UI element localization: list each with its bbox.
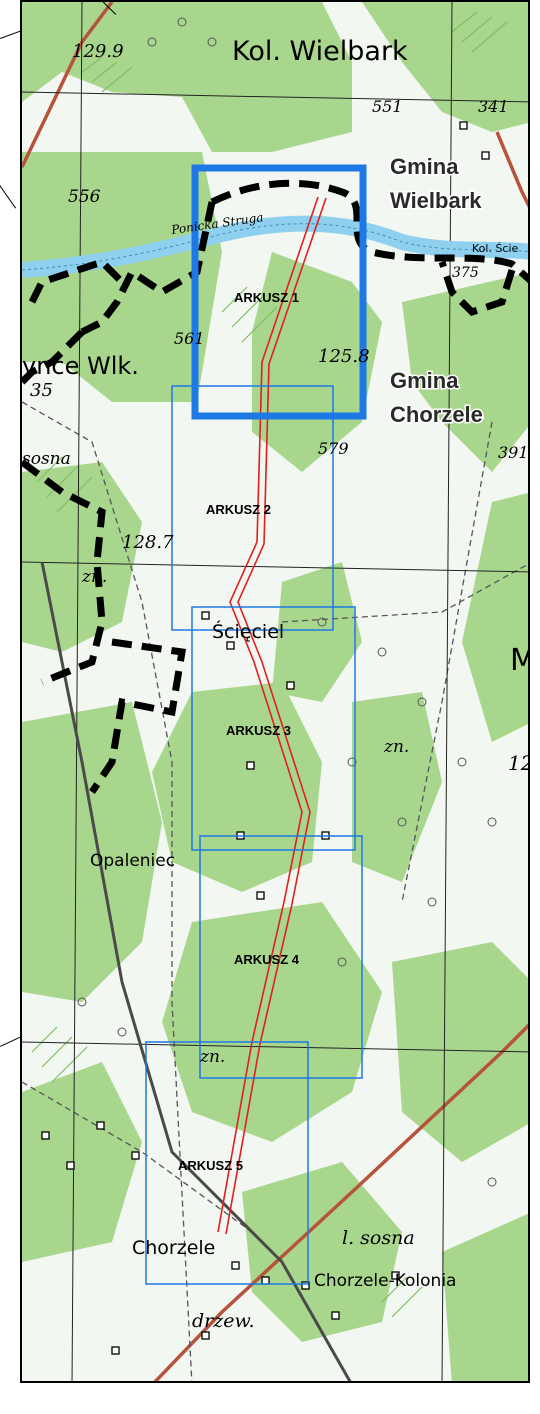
label-drzew: drzew. [192,1310,255,1332]
elev-391: 391 [498,443,529,462]
elev-125-8: 125.8 [318,346,370,367]
map-frame: ARKUSZ 1 ARKUSZ 2 ARKUSZ 3 ARKUSZ 4 ARKU… [20,0,530,1383]
elev-561: 561 [174,329,205,348]
sheet-5-label: ARKUSZ 5 [178,1158,243,1173]
elev-551: 551 [372,97,403,116]
place-chorzele-kolonia: Chorzele-Kolonia [314,1271,456,1291]
sheet-2-frame[interactable] [171,385,334,631]
elev-556: 556 [68,187,101,207]
gmina-north-line1: Gmina [390,154,459,179]
label-zn-1: zn. [81,567,107,587]
forest-areas [22,2,528,1381]
elev-375: 375 [452,265,479,281]
sheet-4-frame[interactable] [199,835,363,1079]
grid-lines [22,2,528,1381]
place-kol-wielbark: Kol. Wielbark [232,36,408,67]
place-chorzele: Chorzele [132,1237,215,1259]
label-zn-2: zn. [383,737,409,757]
place-opaleniec: Opaleniec [90,851,175,871]
marsh-areas [31,11,508,1318]
paths [22,401,528,1381]
elev-129-9: 129.9 [72,41,124,62]
leader-line-lower [0,1035,23,1047]
leader-line-upper [0,185,17,209]
elev-341: 341 [478,97,509,116]
sheet-3-frame[interactable] [191,606,356,851]
gmina-south-line2: Chorzele [390,402,483,427]
elev-123: 123 [508,751,530,775]
elev-35: 35 [30,380,53,401]
label-zn-3: zn. [199,1047,225,1067]
buildings [41,121,490,1355]
elev-128-7: 128.7 [122,532,174,553]
sheet-2-label: ARKUSZ 2 [206,502,271,517]
label-m: M [510,643,530,678]
sheet-4-label: ARKUSZ 4 [234,952,300,967]
place-wielbark-west: ynce Wlk. [22,352,139,380]
rail-line [40,561,352,1381]
elev-579: 579 [318,439,349,458]
route [217,196,327,1235]
label-sosna: sosna [22,449,71,469]
sheet-1-label: ARKUSZ 1 [234,290,299,305]
sheet-3-label: ARKUSZ 3 [226,723,291,738]
place-kol-sciel: Kol. Ście [472,242,519,255]
gmina-north-line2: Wielbark [390,188,482,213]
place-scieciel: Ścięciel [212,619,284,643]
gmina-south-line1: Gmina [390,368,459,393]
tree-symbols [77,17,497,1187]
sheet-5-frame[interactable] [145,1041,309,1285]
sheet-1-frame[interactable] [191,164,367,420]
sheet-frames [145,164,367,1285]
topographic-map: ARKUSZ 1 ARKUSZ 2 ARKUSZ 3 ARKUSZ 4 ARKU… [22,2,530,1381]
label-l-sosna: l. sosna [342,1227,415,1249]
leader-line-top [0,30,22,39]
